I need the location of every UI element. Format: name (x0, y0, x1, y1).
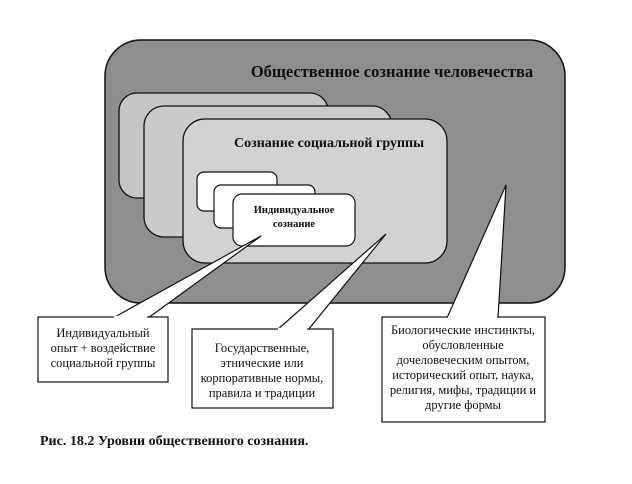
figure-caption: Рис. 18.2 Уровни общественного сознания. (40, 434, 308, 449)
callout-box-3 (381, 316, 546, 423)
callout-1-line-1: Индивидуальный (56, 326, 149, 340)
callout-3-line-2: обусловленные (422, 338, 504, 352)
callout-3-line-5: религия, мифы, традиции и (390, 383, 537, 397)
callout-3-line-3: дочеловеческим опытом, (397, 353, 530, 367)
callout-box-1 (37, 316, 169, 383)
outer-title: Общественное сознание человечества (251, 62, 533, 81)
callout-1-line-2: опыт + воздействие (51, 341, 156, 355)
callout-1-line-3: социальной группы (51, 356, 156, 370)
callout-3-line-4: исторический опыт, наука, (392, 368, 534, 382)
group-title: Сознание социальной группы (234, 136, 424, 151)
callout-2-line-3: корпоративные нормы, (201, 371, 324, 385)
callout-3-line-6: другие формы (425, 398, 502, 412)
individual-line-2: сознание (273, 219, 316, 230)
callout-box-2 (191, 328, 334, 409)
callout-2-line-1: Государственные, (215, 341, 310, 355)
callout-3-line-1: Биологические инстинкты, (391, 323, 535, 337)
individual-box (232, 193, 356, 247)
callout-2-line-4: правила и традиции (209, 386, 316, 400)
individual-line-1: Индивидуальное (254, 205, 335, 216)
callout-2-line-2: этнические или (221, 356, 304, 370)
